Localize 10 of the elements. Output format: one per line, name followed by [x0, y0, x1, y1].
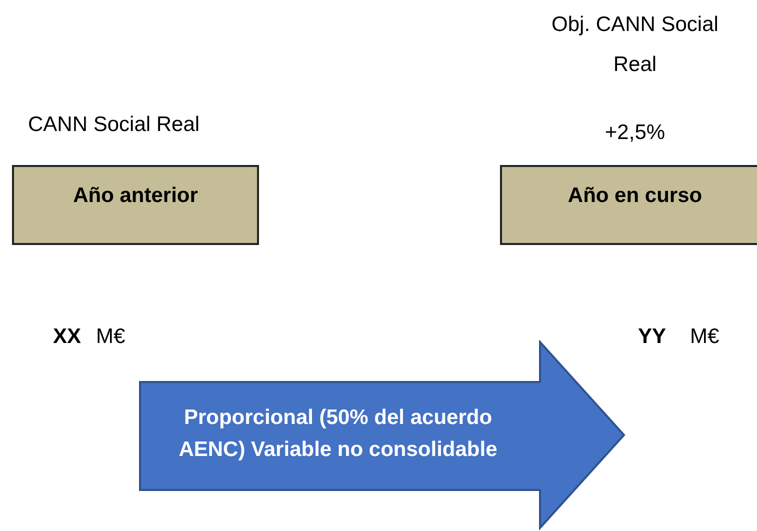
objective-label: Obj. CANN Social Real [550, 12, 720, 78]
unit-label: M€ [690, 325, 720, 349]
unit-label: M€ [96, 325, 126, 349]
indicator-label: CANN Social Real [28, 113, 200, 137]
year-box: Año anterior [12, 165, 259, 245]
arrow-text: Proporcional (50% del acuerdo AENC) Variable no consolidable [178, 405, 498, 463]
amount-value: XX [53, 325, 82, 349]
amount-value: YY [638, 325, 666, 349]
percent-label: +2,5% [604, 120, 666, 146]
year-box: Año en curso [500, 165, 757, 245]
